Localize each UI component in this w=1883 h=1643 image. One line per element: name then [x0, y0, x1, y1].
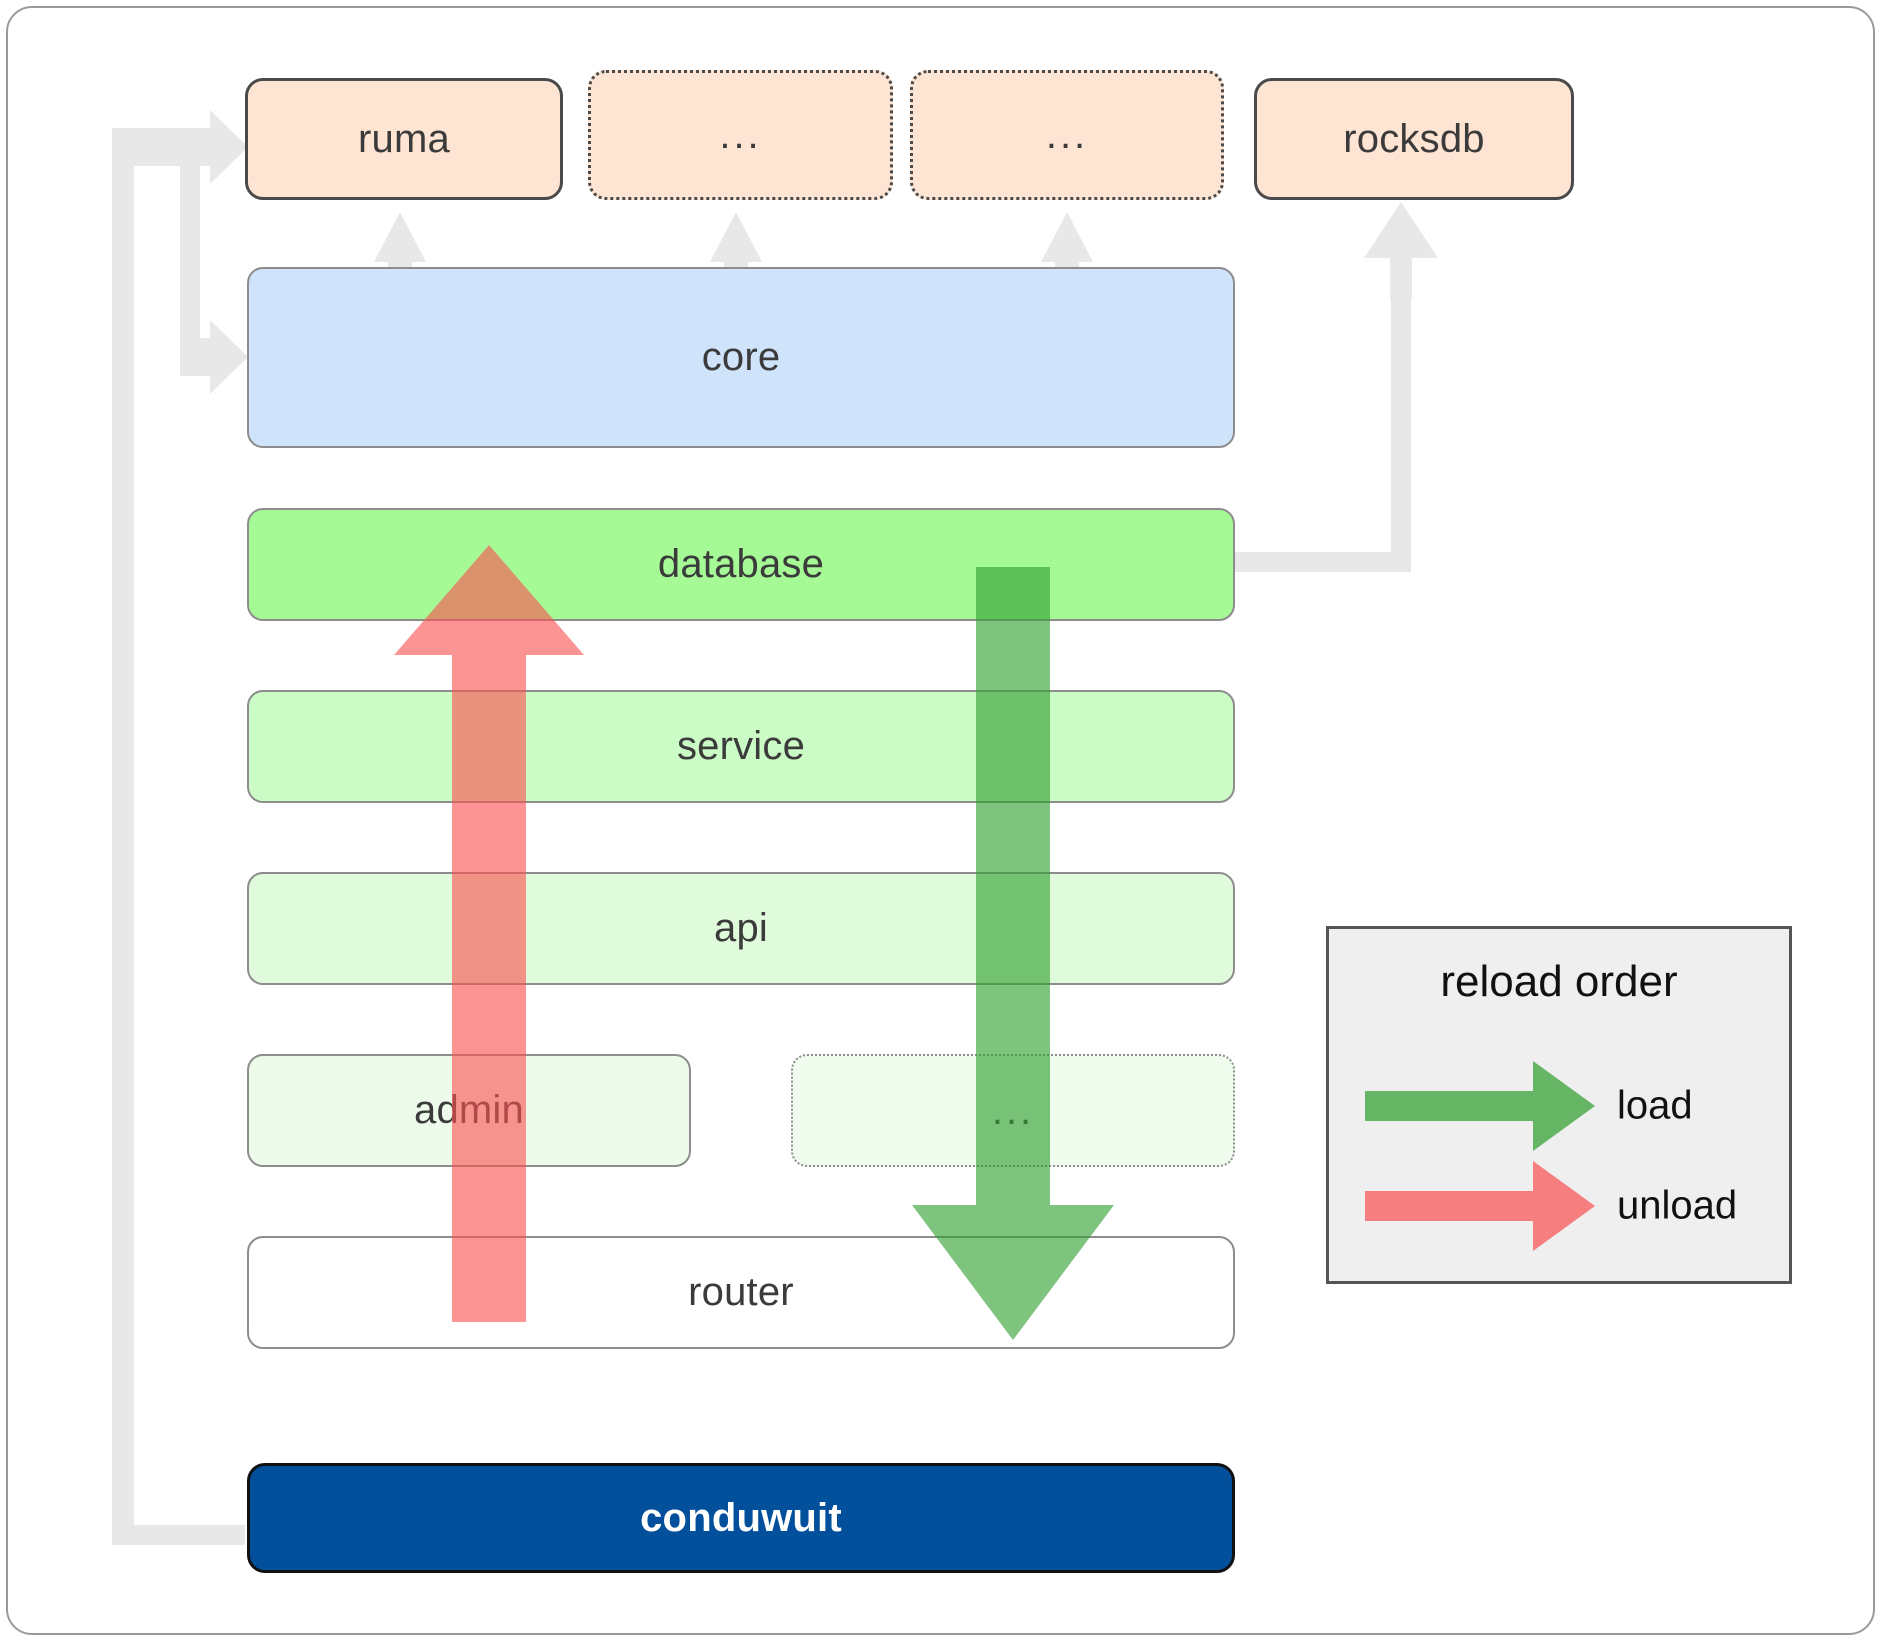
node-router[interactable]: router: [247, 1236, 1235, 1349]
node-admin[interactable]: admin: [247, 1054, 691, 1167]
node-core[interactable]: core: [247, 267, 1235, 448]
node-admin-label: admin: [414, 1088, 524, 1132]
legend-unload-arrow-icon: [1365, 1161, 1595, 1251]
node-rocksdb-label: rocksdb: [1343, 116, 1485, 161]
legend-panel: reload order load unload: [1326, 926, 1792, 1284]
node-api[interactable]: api: [247, 872, 1235, 985]
node-router-label: router: [688, 1270, 794, 1314]
legend-load-label: load: [1617, 1083, 1693, 1128]
legend-title: reload order: [1440, 957, 1678, 1006]
node-database-label: database: [657, 542, 825, 586]
node-dep-placeholder-1[interactable]: ...: [588, 70, 893, 200]
node-ruma[interactable]: ruma: [245, 78, 563, 200]
node-dep-placeholder-2[interactable]: ...: [910, 70, 1224, 200]
node-api-label: api: [714, 906, 768, 950]
node-conduwuit[interactable]: conduwuit: [247, 1463, 1235, 1573]
node-database[interactable]: database: [247, 508, 1235, 621]
node-core-label: core: [701, 335, 781, 379]
legend-item-load: load: [1329, 1061, 1789, 1151]
node-layer-placeholder[interactable]: ...: [791, 1054, 1235, 1167]
node-layer-placeholder-label: ...: [991, 1088, 1035, 1133]
node-conduwuit-label: conduwuit: [640, 1495, 842, 1540]
legend-load-arrow-icon: [1365, 1061, 1595, 1151]
node-dep-placeholder-1-label: ...: [719, 113, 762, 157]
node-rocksdb[interactable]: rocksdb: [1254, 78, 1574, 200]
diagram-frame: [6, 6, 1875, 1635]
node-service[interactable]: service: [247, 690, 1235, 803]
node-dep-placeholder-2-label: ...: [1045, 113, 1089, 157]
node-ruma-label: ruma: [358, 116, 450, 161]
node-service-label: service: [676, 724, 806, 768]
legend-item-unload: unload: [1329, 1161, 1789, 1251]
legend-unload-label: unload: [1617, 1183, 1738, 1228]
